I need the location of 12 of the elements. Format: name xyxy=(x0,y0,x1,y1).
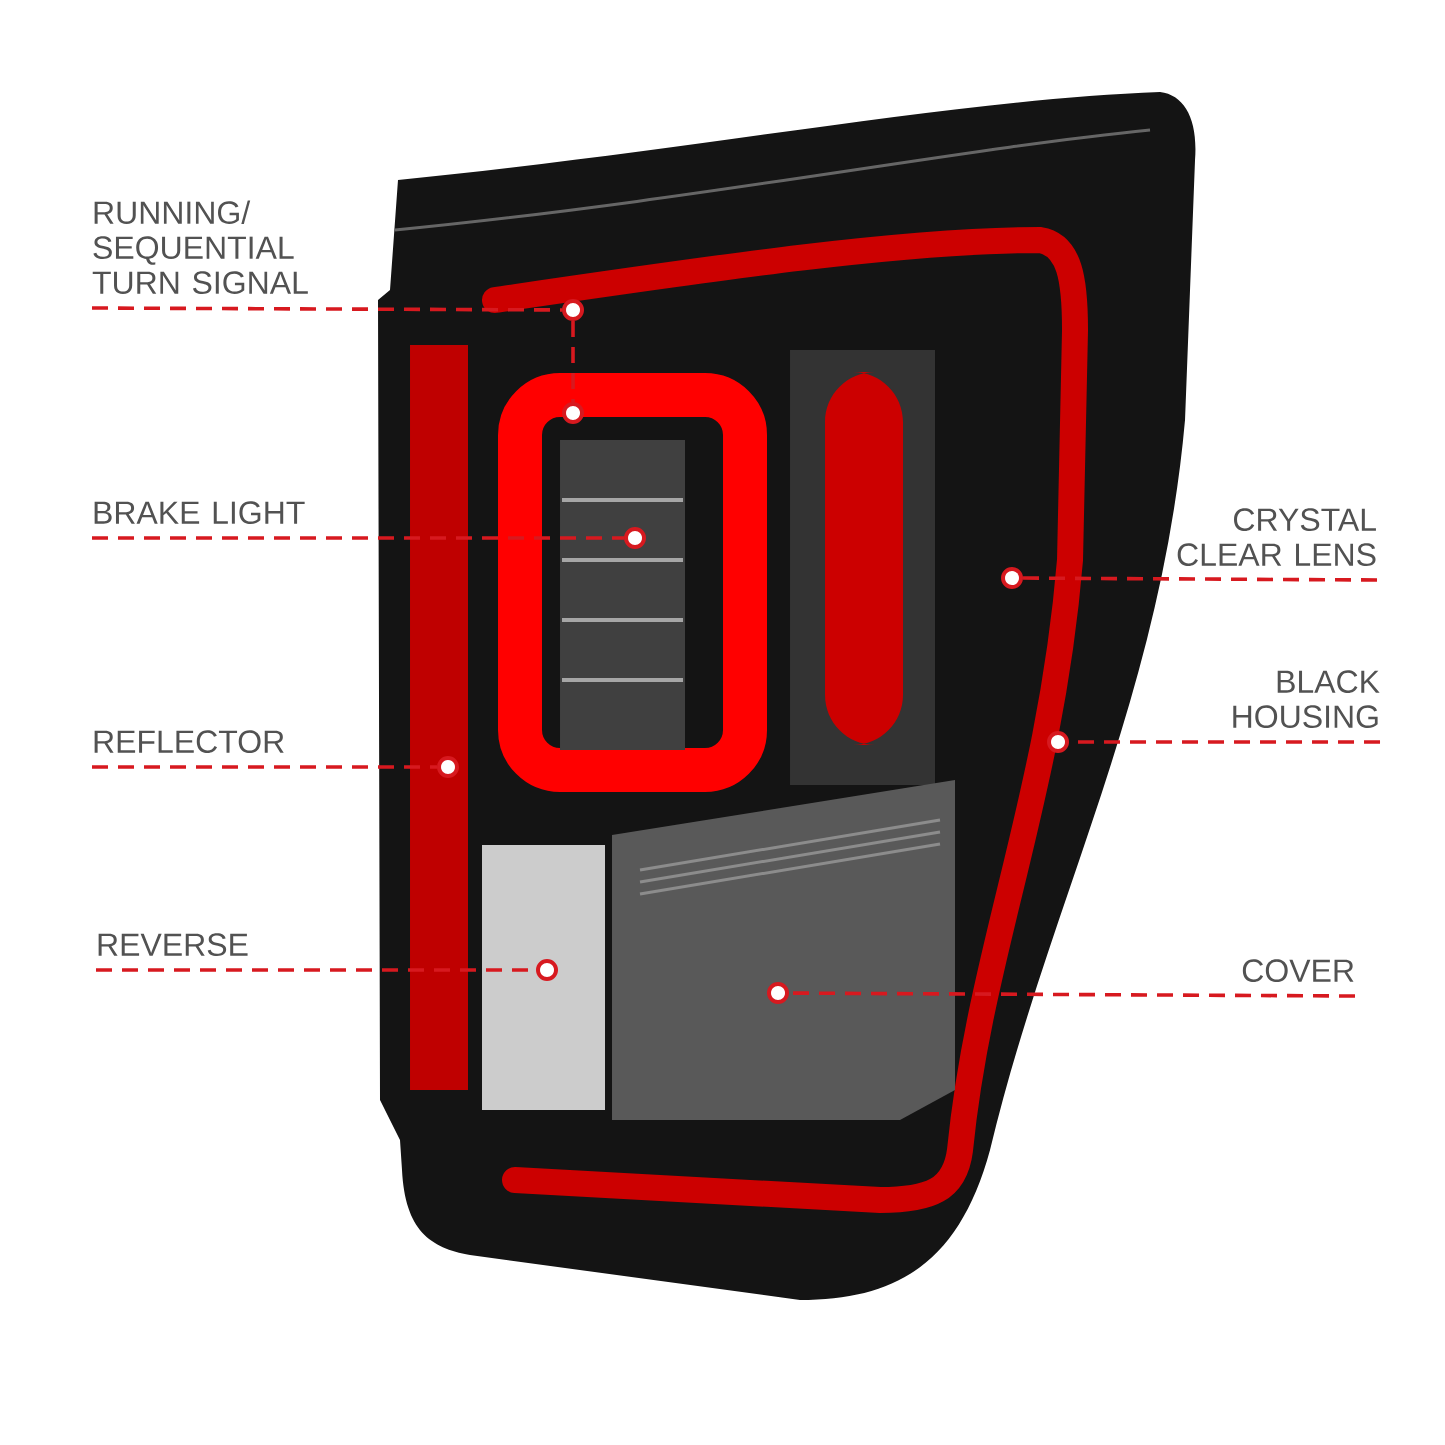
callout-label: CRYSTAL CLEAR LENS xyxy=(1177,508,1376,566)
leader-line xyxy=(92,536,624,540)
callout-label: BLACK HOUSING xyxy=(1233,670,1380,728)
callout-label: BRAKE LIGHT xyxy=(94,501,305,524)
callout-label: RUNNING/ SEQUENTIAL TURN SIGNAL xyxy=(92,200,308,294)
leader-line xyxy=(1023,576,1378,582)
callout-label: COVER xyxy=(1242,959,1354,982)
callout-label: REVERSE xyxy=(98,933,248,956)
leader-line xyxy=(92,765,437,769)
leader-line xyxy=(571,321,575,402)
leader-line xyxy=(92,306,563,312)
callout-label: REFLECTOR xyxy=(94,730,284,753)
